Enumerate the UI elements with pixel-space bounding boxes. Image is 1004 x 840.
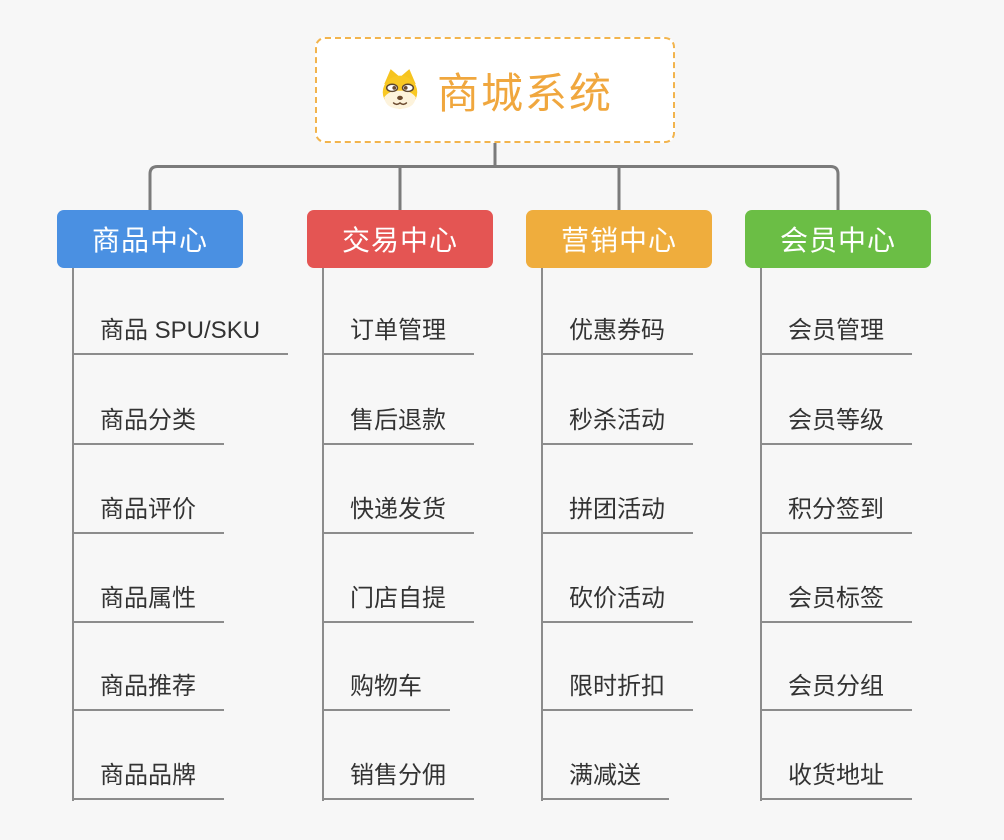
- leaf-node[interactable]: 快递发货: [322, 496, 474, 534]
- leaf-node[interactable]: 商品评价: [72, 496, 224, 534]
- branch-column-marketing: 营销中心 优惠券码 秒杀活动 拼团活动 砍价活动 限时折扣 满减送: [526, 210, 786, 810]
- branch-bus-line: [148, 165, 840, 210]
- branch-trunk-line: [72, 268, 74, 801]
- leaf-node[interactable]: 会员管理: [760, 317, 912, 355]
- leaf-node[interactable]: 商品 SPU/SKU: [72, 317, 289, 355]
- branch-trunk-line: [760, 268, 762, 801]
- branch-header-product[interactable]: 商品中心: [57, 210, 243, 268]
- branch-column-trade: 交易中心 订单管理 售后退款 快递发货 门店自提 购物车 销售分佣: [307, 210, 567, 810]
- branch-header-marketing[interactable]: 营销中心: [526, 210, 712, 268]
- leaf-node[interactable]: 砍价活动: [541, 585, 693, 623]
- leaf-node[interactable]: 会员标签: [760, 585, 912, 623]
- leaf-node[interactable]: 积分签到: [760, 496, 912, 534]
- leaf-node[interactable]: 销售分佣: [322, 762, 474, 800]
- leaf-node[interactable]: 限时折扣: [541, 673, 693, 711]
- branch-column-member: 会员中心 会员管理 会员等级 积分签到 会员标签 会员分组 收货地址: [745, 210, 1004, 810]
- branch-column-product: 商品中心 商品 SPU/SKU 商品分类 商品评价 商品属性 商品推荐 商品品牌: [57, 210, 317, 810]
- leaf-node[interactable]: 商品属性: [72, 585, 224, 623]
- leaf-node[interactable]: 商品推荐: [72, 673, 224, 711]
- leaf-node[interactable]: 收货地址: [760, 762, 912, 800]
- leaf-node[interactable]: 优惠券码: [541, 317, 693, 355]
- leaf-node[interactable]: 订单管理: [322, 317, 474, 355]
- doge-icon: [382, 69, 418, 109]
- leaf-node[interactable]: 售后退款: [322, 407, 474, 445]
- leaf-node[interactable]: 会员分组: [760, 673, 912, 711]
- leaf-node[interactable]: 会员等级: [760, 407, 912, 445]
- root-node-mall-system[interactable]: 商城系统: [315, 37, 675, 143]
- leaf-node[interactable]: 购物车: [322, 673, 450, 711]
- leaf-node[interactable]: 门店自提: [322, 585, 474, 623]
- leaf-node[interactable]: 商品分类: [72, 407, 224, 445]
- leaf-node[interactable]: 满减送: [541, 762, 669, 800]
- branch-header-member[interactable]: 会员中心: [745, 210, 931, 268]
- leaf-node[interactable]: 拼团活动: [541, 496, 693, 534]
- root-node-title: 商城系统: [436, 69, 613, 117]
- branch-trunk-line: [541, 268, 543, 801]
- branch-header-trade[interactable]: 交易中心: [307, 210, 493, 268]
- leaf-node[interactable]: 秒杀活动: [541, 407, 693, 445]
- leaf-node[interactable]: 商品品牌: [72, 762, 224, 800]
- branch-trunk-line: [322, 268, 324, 801]
